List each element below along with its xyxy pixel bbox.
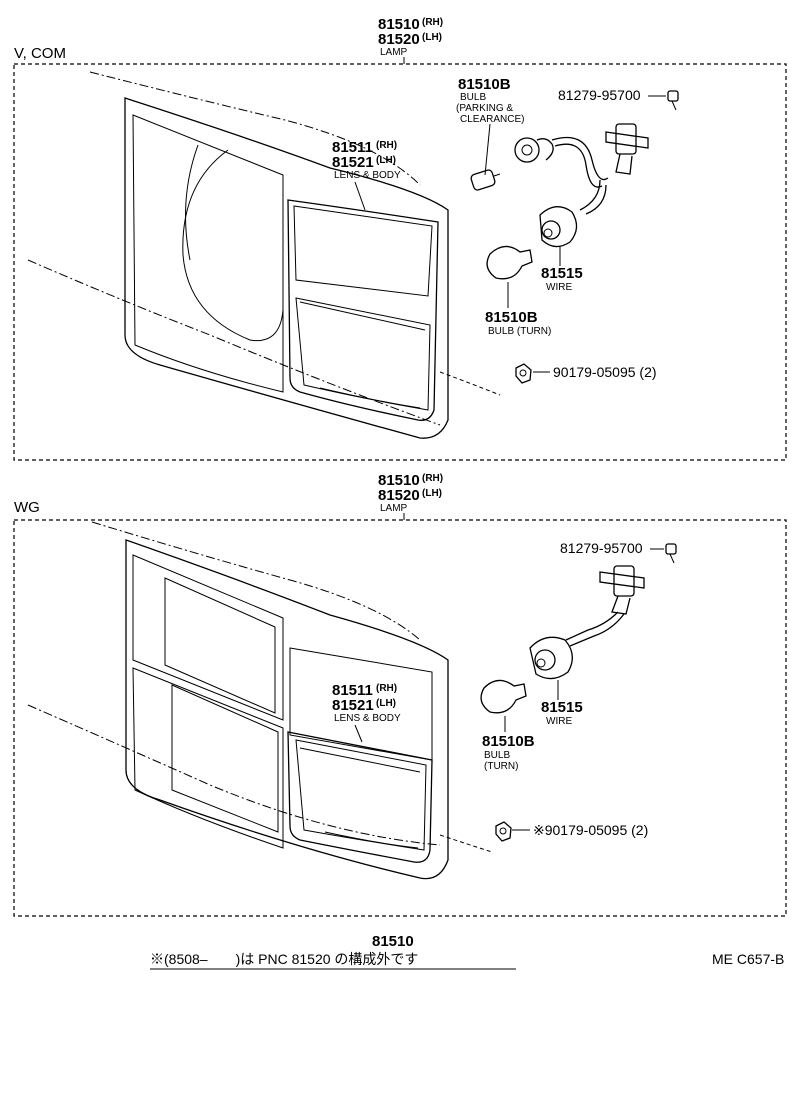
screw-icon bbox=[667, 90, 679, 111]
parking-socket-icon bbox=[514, 137, 554, 163]
turn-bulb-icon bbox=[486, 245, 533, 280]
bulb-turn-name: BULB bbox=[484, 750, 510, 761]
lens-name: LENS & BODY bbox=[334, 713, 401, 724]
nut-icon bbox=[495, 821, 512, 842]
wire-name: WIRE bbox=[546, 716, 572, 727]
section-wg: WG 81510 (RH) 81520 (LH) LAMP 81511 bbox=[13, 472, 787, 917]
wire-socket-icon bbox=[529, 636, 573, 680]
lamp-lh-tag: (LH) bbox=[422, 32, 442, 43]
section-frame bbox=[13, 63, 787, 461]
nut-number: ※90179-05095 (2) bbox=[533, 822, 648, 838]
section-label: V, COM bbox=[14, 45, 66, 62]
lamp-name: LAMP bbox=[380, 503, 408, 514]
lamp-lh-number: 81520 bbox=[378, 487, 420, 504]
bulb-turn-number: 81510B bbox=[485, 309, 538, 326]
lamp-rh-tag: (RH) bbox=[422, 17, 443, 28]
lamp-rh-number: 81510 bbox=[378, 472, 420, 489]
connector-icon bbox=[599, 565, 645, 615]
lens-name: LENS & BODY bbox=[334, 170, 401, 181]
vehicle-body-outline bbox=[27, 71, 501, 439]
lens-rh-number: 81511 bbox=[332, 139, 373, 156]
connector-icon bbox=[605, 123, 649, 175]
lamp-rh-tag: (RH) bbox=[422, 473, 443, 484]
lens-lh-tag: (LH) bbox=[376, 155, 396, 166]
bulb-parking-name-2: (PARKING & bbox=[456, 103, 513, 114]
wire-number: 81515 bbox=[541, 699, 583, 716]
screw-number: 81279-95700 bbox=[560, 540, 643, 556]
parking-bulb-icon bbox=[470, 169, 501, 191]
lens-rh-number: 81511 bbox=[332, 682, 373, 699]
footnote-ref-number: 81510 bbox=[372, 933, 414, 950]
lamp-lh-number: 81520 bbox=[378, 31, 420, 48]
lens-lh-number: 81521 bbox=[332, 697, 374, 714]
turn-bulb-icon bbox=[480, 679, 527, 714]
lamp-lh-tag: (LH) bbox=[422, 488, 442, 499]
diagram-code: ME C657-B bbox=[712, 951, 784, 967]
lens-and-body bbox=[287, 731, 433, 863]
lens-lh-number: 81521 bbox=[332, 154, 374, 171]
lens-rh-tag: (RH) bbox=[376, 140, 397, 151]
lens-lh-tag: (LH) bbox=[376, 698, 396, 709]
nut-number: 90179-05095 (2) bbox=[553, 364, 657, 380]
footnote-text: ※(8508– )は PNC 81520 の構成外です bbox=[150, 951, 418, 967]
section-v-com: V, COM 81510 (RH) 81520 (LH) LAMP bbox=[13, 16, 787, 461]
nut-icon bbox=[515, 363, 532, 384]
footnote: 81510 ※(8508– )は PNC 81520 の構成外です ME C65… bbox=[150, 933, 784, 970]
bulb-parking-number: 81510B bbox=[458, 76, 511, 93]
wire-socket-icon bbox=[539, 206, 578, 248]
lamp-rh-number: 81510 bbox=[378, 16, 420, 33]
vehicle-body-outline bbox=[27, 521, 493, 880]
lens-rh-tag: (RH) bbox=[376, 683, 397, 694]
bulb-turn-number: 81510B bbox=[482, 733, 535, 750]
screw-number: 81279-95700 bbox=[558, 87, 641, 103]
bulb-turn-name: BULB (TURN) bbox=[488, 326, 551, 337]
lens-and-body bbox=[287, 199, 439, 421]
wire-name: WIRE bbox=[546, 282, 572, 293]
screw-icon bbox=[665, 543, 677, 564]
wire-number: 81515 bbox=[541, 265, 583, 282]
lamp-name: LAMP bbox=[380, 47, 408, 58]
bulb-turn-name-2: (TURN) bbox=[484, 761, 518, 772]
bulb-parking-name-3: CLEARANCE) bbox=[460, 114, 524, 125]
section-label: WG bbox=[14, 499, 40, 516]
section-frame bbox=[13, 519, 787, 917]
bulb-parking-name: BULB bbox=[460, 92, 486, 103]
